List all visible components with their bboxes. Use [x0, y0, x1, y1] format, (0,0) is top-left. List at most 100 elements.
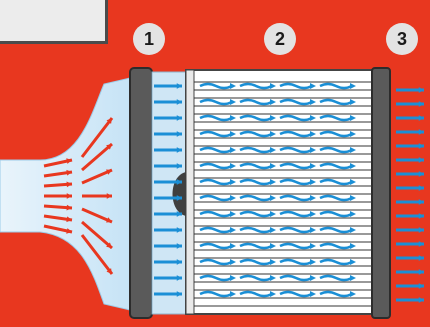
blue-arrow-icon-head [176, 115, 182, 121]
red-arrow-icon-head [106, 169, 112, 175]
red-arrow-icon-head [106, 242, 112, 248]
wavy-arrow-icon-head [310, 163, 316, 169]
red-arrow-icon-head [106, 217, 112, 223]
wavy-arrow-icon [199, 162, 233, 170]
wavy-arrow-icon [199, 210, 233, 218]
wavy-arrow-icon-head [230, 131, 236, 137]
blue-arrow-icon-head [418, 157, 424, 163]
wavy-arrow-icon [199, 130, 233, 138]
wavy-arrow-icon-head [310, 179, 316, 185]
blue-arrow-icon-head [418, 185, 424, 191]
wavy-arrow-icon-head [350, 179, 356, 185]
wavy-arrow-icon-head [350, 275, 356, 281]
red-arrow-icon-head [66, 216, 72, 223]
blue-arrow-icon-head [418, 227, 424, 233]
blue-arrow-icon-head [176, 275, 182, 281]
blue-arrow-icon-head [176, 83, 182, 89]
wavy-arrow-icon [279, 290, 313, 298]
corner-panel [0, 0, 108, 44]
wavy-arrow-icon [319, 82, 353, 90]
red-arrow-icon-head [66, 228, 72, 234]
red-arrow-icon-head [66, 169, 72, 176]
blue-arrow-icon-head [418, 255, 424, 261]
wavy-arrow-icon-head [270, 275, 276, 281]
wavy-arrow-icon-head [270, 243, 276, 249]
wavy-arrow-icon-head [310, 243, 316, 249]
wavy-arrow-icon-head [230, 227, 236, 233]
wavy-arrow-icon-head [270, 179, 276, 185]
wavy-arrow-icon-head [310, 147, 316, 153]
wavy-arrow-icon-head [310, 99, 316, 105]
wavy-arrow-icon-head [350, 243, 356, 249]
wavy-arrow-icon [199, 274, 233, 282]
wavy-arrow-icon-head [230, 243, 236, 249]
wavy-arrow-icon [319, 242, 353, 250]
wavy-arrow-icon [199, 98, 233, 106]
red-arrow-icon-head [66, 158, 72, 164]
wavy-arrow-icon [319, 274, 353, 282]
blue-arrow-icon-head [418, 241, 424, 247]
blue-arrow-icon-head [418, 101, 424, 107]
wavy-arrow-icon [279, 98, 313, 106]
wavy-arrow-icon [199, 290, 233, 298]
blue-arrow-icon-head [418, 171, 424, 177]
wavy-arrow-icon-head [230, 211, 236, 217]
wavy-arrow-icon [199, 146, 233, 154]
wavy-arrow-icon [279, 274, 313, 282]
blue-arrow-icon-head [176, 163, 182, 169]
blue-arrow-icon-head [418, 213, 424, 219]
wavy-arrow-icon [319, 130, 353, 138]
wavy-arrow-icon-head [350, 259, 356, 265]
wavy-arrow-icon-head [230, 163, 236, 169]
wavy-arrow-icon-head [310, 131, 316, 137]
blue-arrow-icon-head [418, 199, 424, 205]
wavy-arrow-icon [279, 178, 313, 186]
wavy-arrow-icon-head [310, 291, 316, 297]
wavy-arrow-icon [279, 130, 313, 138]
wavy-arrow-icon-head [230, 275, 236, 281]
wavy-arrow-icon-head [270, 259, 276, 265]
blue-arrow-icon-head [176, 211, 182, 217]
wavy-arrow-icon-head [270, 211, 276, 217]
wavy-arrow-icon-head [230, 195, 236, 201]
wavy-arrow-icon-head [350, 211, 356, 217]
wavy-arrow-icon-head [350, 83, 356, 89]
wavy-arrow-icon-head [310, 275, 316, 281]
wavy-arrow-icon [199, 258, 233, 266]
wavy-arrow-icon-head [230, 147, 236, 153]
red-arrow-icon [80, 234, 114, 275]
wavy-arrow-icon [199, 178, 233, 186]
blue-arrow-icon-head [418, 269, 424, 275]
wavy-arrow-icon-head [270, 291, 276, 297]
red-arrow-icon-head [106, 268, 112, 274]
blue-arrow-icon-head [418, 297, 424, 303]
wavy-arrow-icon-head [350, 163, 356, 169]
wavy-arrow-icon [199, 194, 233, 202]
blue-arrow-icon-head [176, 99, 182, 105]
wavy-arrow-icon [199, 82, 233, 90]
wavy-arrow-icon-head [230, 115, 236, 121]
wavy-arrow-icon-head [310, 195, 316, 201]
wavy-arrow-icon-head [350, 131, 356, 137]
wavy-arrow-icon-head [270, 131, 276, 137]
blue-arrow-icon-head [418, 129, 424, 135]
wavy-arrow-icon [319, 162, 353, 170]
blue-arrow-icon-head [176, 243, 182, 249]
wavy-arrow-icon [319, 194, 353, 202]
blue-arrow-icon-head [176, 131, 182, 137]
blue-arrow-icon-head [418, 143, 424, 149]
wavy-arrow-icon-head [270, 83, 276, 89]
wavy-arrow-icon [239, 226, 273, 234]
wavy-arrow-icon-head [310, 211, 316, 217]
diffuser-shape [0, 77, 131, 311]
wavy-arrow-icon [279, 82, 313, 90]
wavy-arrow-icon-head [270, 163, 276, 169]
wavy-arrow-icon [319, 146, 353, 154]
stage-2-label: 2 [264, 23, 296, 55]
blue-arrow-icon-head [176, 147, 182, 153]
wavy-arrow-icon-head [350, 99, 356, 105]
wavy-arrow-icon [319, 114, 353, 122]
wavy-arrow-icon [199, 242, 233, 250]
core-left-edge [185, 69, 195, 315]
